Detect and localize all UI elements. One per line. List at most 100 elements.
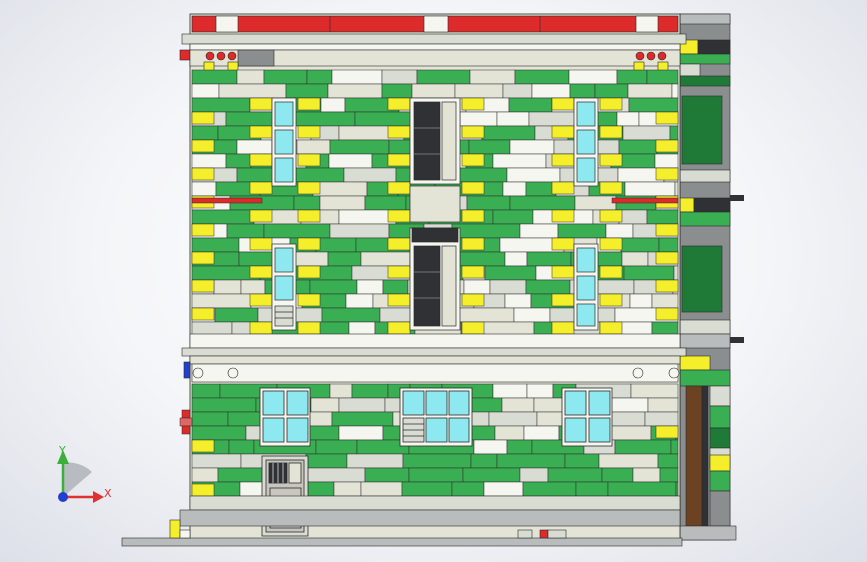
brick bbox=[338, 397, 386, 413]
quoin-block bbox=[655, 139, 679, 153]
quoin-block bbox=[599, 237, 623, 251]
brick bbox=[304, 467, 366, 483]
brick bbox=[463, 279, 491, 295]
brick bbox=[616, 69, 648, 85]
quoin-block bbox=[461, 209, 485, 223]
quoin-block bbox=[461, 125, 485, 139]
quoin-block bbox=[599, 209, 623, 223]
brick bbox=[351, 383, 389, 399]
brick bbox=[312, 181, 368, 197]
quoin-block bbox=[461, 265, 485, 279]
quoin-block bbox=[297, 237, 321, 251]
brick bbox=[526, 251, 572, 267]
window-upper-right[interactable] bbox=[573, 97, 599, 187]
quoin-block bbox=[599, 153, 623, 167]
quoin-block bbox=[297, 209, 321, 223]
brick bbox=[481, 125, 536, 141]
quoin-block bbox=[655, 251, 679, 265]
brick bbox=[674, 181, 679, 197]
quoin-block bbox=[249, 97, 273, 111]
x-axis-label: X bbox=[104, 487, 112, 500]
quoin-block bbox=[599, 321, 623, 335]
y-axis-arrow-icon bbox=[57, 450, 69, 464]
brick bbox=[319, 195, 366, 211]
brick bbox=[494, 425, 525, 441]
brick bbox=[469, 69, 516, 85]
brick bbox=[647, 397, 679, 413]
quoin-block bbox=[191, 111, 215, 125]
brick bbox=[263, 69, 308, 85]
brick bbox=[466, 195, 511, 211]
brick bbox=[506, 167, 561, 183]
coordinate-triad: Y X bbox=[57, 444, 112, 503]
quoin-block bbox=[551, 265, 575, 279]
quoin-block bbox=[191, 439, 215, 453]
quoin-block bbox=[387, 237, 411, 251]
brick bbox=[504, 251, 528, 267]
brick bbox=[360, 481, 403, 497]
window-middle-center[interactable] bbox=[409, 227, 461, 331]
brick bbox=[191, 411, 229, 427]
brick bbox=[508, 97, 553, 113]
brick bbox=[594, 83, 629, 99]
brick bbox=[624, 181, 676, 197]
brick bbox=[382, 279, 409, 295]
brick bbox=[343, 167, 397, 183]
brick bbox=[338, 209, 397, 225]
brick bbox=[489, 279, 527, 295]
brick bbox=[191, 453, 242, 469]
brick bbox=[329, 139, 390, 155]
quoin-block bbox=[599, 125, 623, 139]
brick bbox=[228, 439, 255, 455]
brick bbox=[191, 237, 240, 253]
brick bbox=[327, 251, 362, 267]
quoin-block bbox=[297, 265, 321, 279]
quoin-block bbox=[387, 293, 411, 307]
brick bbox=[381, 83, 413, 99]
brick bbox=[522, 481, 577, 497]
quoin-block bbox=[387, 209, 411, 223]
quoin-block bbox=[249, 153, 273, 167]
brick bbox=[191, 83, 220, 99]
brick bbox=[557, 223, 607, 239]
brick bbox=[288, 111, 356, 127]
brick bbox=[658, 237, 679, 253]
brick bbox=[504, 293, 532, 309]
brick bbox=[618, 139, 658, 155]
quoin-block bbox=[655, 425, 679, 439]
brick bbox=[218, 83, 287, 99]
brick bbox=[401, 481, 453, 497]
quoin-block bbox=[191, 307, 215, 321]
brick bbox=[225, 153, 252, 169]
quoin-block bbox=[461, 321, 485, 335]
brick bbox=[354, 111, 413, 127]
brick bbox=[657, 453, 679, 469]
quoin-block bbox=[551, 125, 575, 139]
window-ground-left[interactable] bbox=[259, 387, 311, 447]
brick bbox=[659, 467, 679, 483]
window-middle-left[interactable] bbox=[271, 243, 297, 331]
brick bbox=[328, 153, 373, 169]
window-ground-right[interactable] bbox=[561, 387, 613, 447]
window-upper-center[interactable] bbox=[409, 97, 461, 223]
brick bbox=[454, 83, 504, 99]
brick bbox=[525, 181, 557, 197]
brick bbox=[575, 481, 609, 497]
brick bbox=[356, 279, 384, 295]
quoin-block bbox=[249, 181, 273, 195]
quoin-block bbox=[387, 321, 411, 335]
brick bbox=[263, 223, 331, 239]
brick bbox=[598, 453, 659, 469]
window-middle-right[interactable] bbox=[573, 243, 599, 331]
quoin-block bbox=[551, 237, 575, 251]
window-upper-left[interactable] bbox=[271, 97, 297, 187]
quoin-block bbox=[297, 125, 321, 139]
brick bbox=[191, 181, 217, 197]
window-ground-center[interactable] bbox=[399, 387, 473, 447]
brick bbox=[333, 481, 362, 497]
brick bbox=[623, 265, 675, 281]
quoin-block bbox=[599, 97, 623, 111]
quoin-block bbox=[191, 251, 215, 265]
quoin-block bbox=[387, 181, 411, 195]
